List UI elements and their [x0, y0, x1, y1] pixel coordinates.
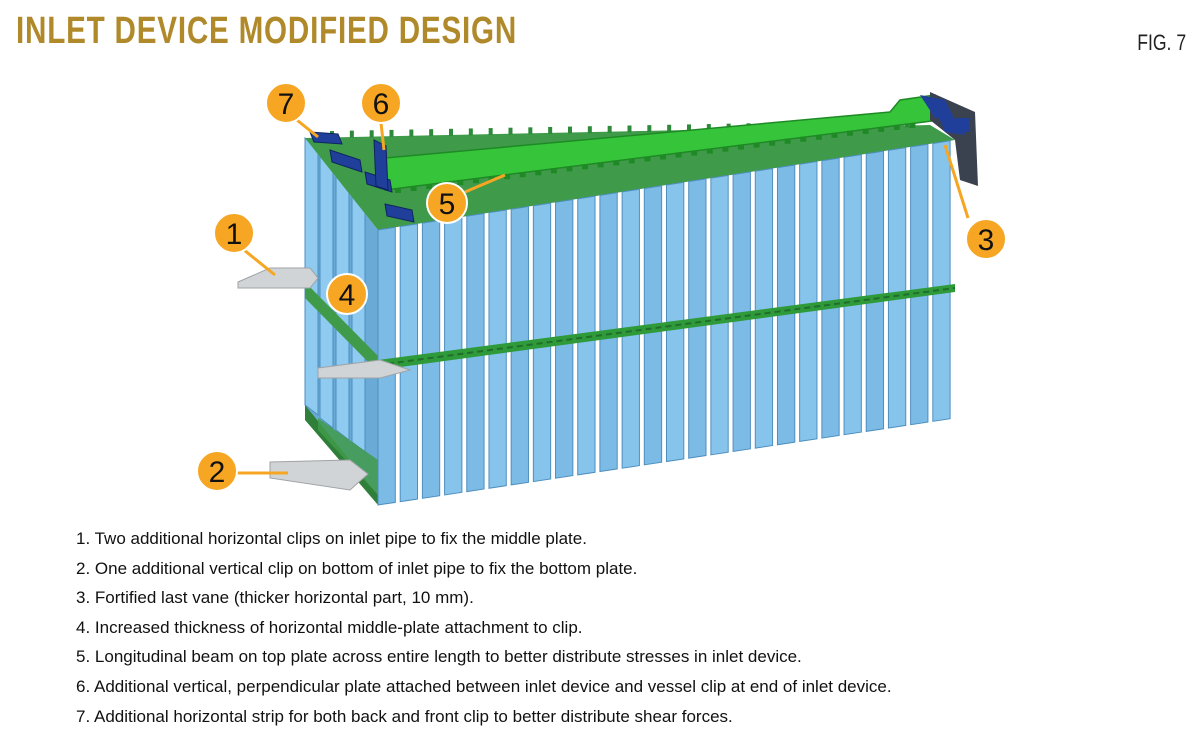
plate-tooth	[528, 127, 533, 135]
plate-tooth	[706, 124, 711, 132]
inlet-device-diagram: 7 6 5 1 4 2 3	[196, 82, 1007, 506]
svg-text:4: 4	[339, 279, 356, 312]
svg-text:6: 6	[373, 88, 390, 121]
plate-tooth	[647, 125, 652, 133]
legend-item-1: 1. Two additional horizontal clips on in…	[76, 529, 587, 548]
beam-tooth	[847, 130, 854, 136]
vane	[843, 154, 862, 436]
beam-tooth	[800, 136, 807, 142]
legend-item-2: 2. One additional vertical clip on botto…	[76, 558, 638, 578]
plate-tooth	[349, 130, 354, 138]
plate-tooth	[568, 126, 572, 134]
end-clip	[920, 95, 969, 135]
beam-tooth	[831, 132, 838, 138]
beam-tooth	[566, 166, 573, 172]
legend-item-4: 4. Increased thickness of horizontal mid…	[76, 617, 583, 637]
beam-tooth	[535, 170, 542, 176]
callout-3: 3	[965, 218, 1007, 260]
vane	[865, 150, 885, 432]
beam-tooth	[519, 172, 526, 178]
beam-tooth	[893, 124, 900, 130]
beam-tooth	[644, 156, 651, 162]
beam-tooth	[722, 146, 729, 152]
beam-tooth	[737, 144, 744, 150]
beam-tooth	[582, 164, 589, 170]
beam-tooth	[675, 152, 682, 158]
legend-item-5: 5. Longitudinal beam on top plate across…	[76, 647, 802, 667]
plate-tooth	[409, 129, 414, 137]
svg-text:1: 1	[226, 218, 243, 251]
beam-tooth	[488, 176, 495, 182]
vane	[932, 140, 951, 422]
beam-tooth	[753, 142, 760, 148]
plate-tooth	[449, 128, 453, 136]
beam-tooth	[691, 150, 698, 156]
plate-tooth	[687, 124, 691, 132]
legend-list: 1. Two additional horizontal clips on in…	[76, 524, 892, 731]
callout-1: 1	[213, 212, 255, 254]
legend-item-6: 6. Additional vertical, perpendicular pl…	[76, 676, 892, 696]
vane	[754, 167, 774, 449]
vane	[776, 164, 796, 446]
vane	[799, 160, 818, 443]
plate-tooth	[627, 125, 632, 133]
callout-2: 2	[196, 450, 238, 492]
beam-teeth	[395, 122, 916, 193]
beam-tooth	[597, 162, 604, 168]
plate-tooth	[587, 126, 592, 134]
beam-tooth	[660, 154, 666, 160]
legend-item-7: 7. Additional horizontal strip for both …	[76, 706, 733, 726]
svg-text:3: 3	[978, 224, 995, 257]
beam-tooth	[784, 138, 791, 144]
beam-tooth	[395, 188, 401, 193]
vane	[732, 171, 751, 453]
plate-tooth	[468, 128, 473, 136]
diagram-title: INLET DEVICE MODIFIED DESIGN	[16, 10, 518, 52]
front-clip-strips	[309, 131, 415, 223]
svg-text:5: 5	[439, 188, 456, 221]
inlet-pipe-clips	[237, 267, 412, 491]
beam-tooth	[613, 160, 620, 166]
front-vanes	[377, 140, 951, 506]
vane	[887, 147, 907, 429]
plate-tooth	[548, 126, 553, 134]
plate-tooth	[369, 130, 374, 138]
beam-tooth	[909, 122, 916, 128]
figure-label: FIG. 7	[1137, 30, 1186, 55]
callout-4: 4	[326, 273, 368, 315]
beam-tooth	[706, 148, 713, 154]
svg-text:7: 7	[278, 88, 295, 121]
vane	[910, 143, 929, 426]
vane	[821, 157, 840, 439]
beam-tooth	[504, 174, 511, 180]
beam-tooth	[628, 158, 635, 164]
callout-7: 7	[265, 82, 307, 124]
beam-tooth	[862, 128, 869, 134]
beam-tooth	[550, 168, 557, 174]
plate-tooth	[389, 129, 394, 137]
plate-tooth	[667, 124, 672, 132]
plate-tooth	[429, 129, 434, 137]
callout-5: 5	[426, 182, 468, 224]
svg-text:2: 2	[209, 456, 226, 489]
plate-tooth	[488, 128, 493, 136]
legend-item-3: 3. Fortified last vane (thicker horizont…	[76, 588, 474, 608]
middle-plate-left	[305, 282, 378, 372]
plate-tooth	[607, 125, 612, 133]
beam-tooth	[815, 134, 822, 140]
callout-6: 6	[360, 82, 402, 124]
beam-tooth	[457, 180, 464, 186]
beam-tooth	[426, 184, 433, 190]
beam-tooth	[472, 178, 479, 184]
beam-tooth	[878, 126, 885, 132]
plate-tooth	[508, 127, 513, 135]
beam-tooth	[410, 186, 417, 192]
beam-tooth	[769, 140, 776, 146]
